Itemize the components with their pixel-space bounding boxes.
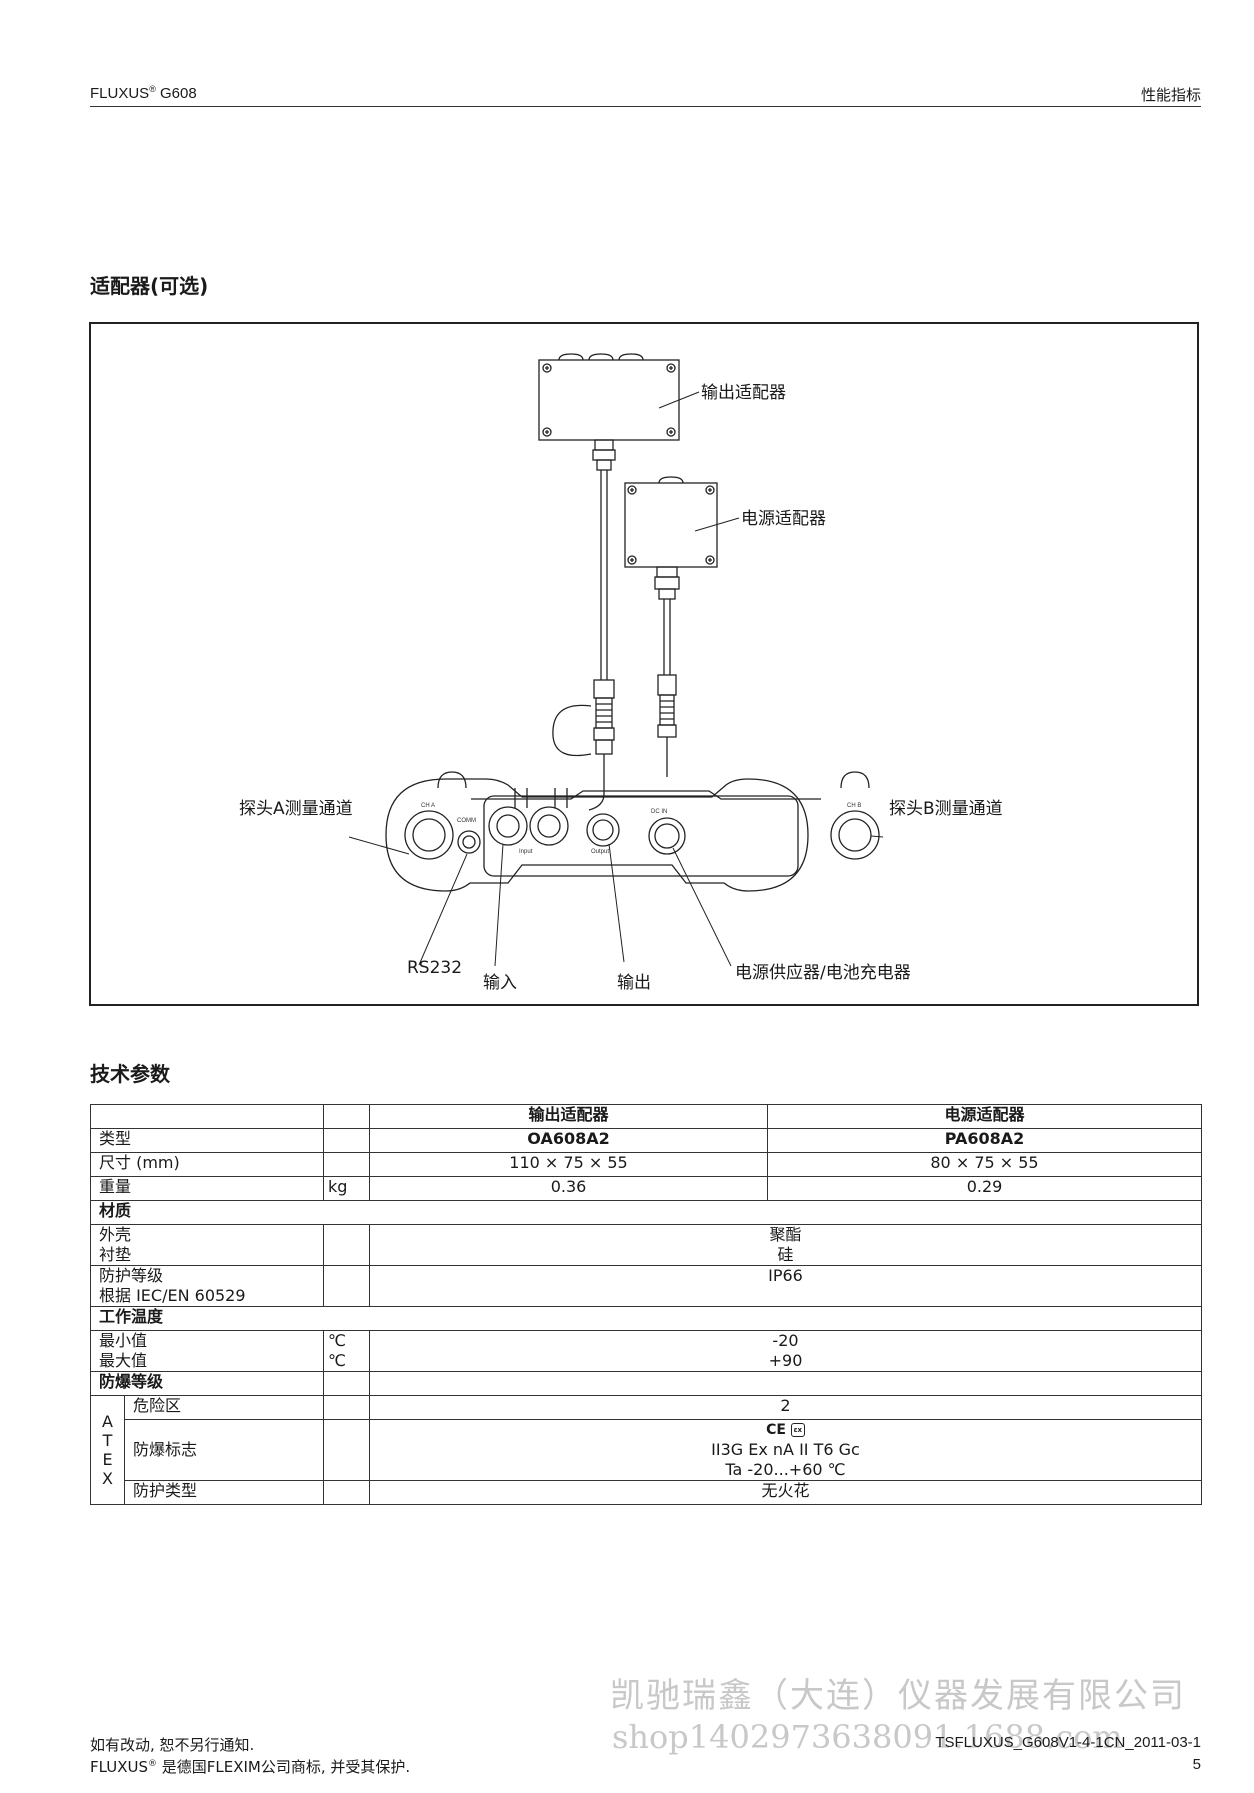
spec-table: 输出适配器 电源适配器 类型 OA608A2 PA608A2 尺寸 (mm) 1… bbox=[90, 1104, 1202, 1505]
header-rule bbox=[90, 106, 1201, 107]
callout-power-adapter: 电源适配器 bbox=[741, 509, 826, 529]
table-row: 防爆标志 CE εx II3G Ex nA II T6 Gc Ta -20...… bbox=[91, 1419, 1202, 1481]
adapter-section-title: 适配器(可选) bbox=[90, 274, 209, 298]
row-label-type: 类型 bbox=[90, 1128, 324, 1153]
row-label-size: 尺寸 (mm) bbox=[90, 1152, 324, 1177]
table-row: 重量 kg 0.36 0.29 bbox=[90, 1176, 1202, 1201]
table-row: 材质 bbox=[90, 1200, 1202, 1225]
device-label-ch-b: CH B bbox=[847, 803, 861, 809]
row-group-temp: 工作温度 bbox=[90, 1306, 1202, 1331]
device-label-dc-in: DC IN bbox=[651, 809, 667, 815]
callout-output: 输出 bbox=[617, 973, 651, 993]
ex-hexagon-icon: εx bbox=[790, 1423, 805, 1437]
flowmeter-device bbox=[385, 771, 880, 892]
leader-lines bbox=[348, 391, 884, 967]
callout-probe-b: 探头B测量通道 bbox=[889, 799, 1003, 819]
atex-vertical-label: A T E X bbox=[90, 1395, 125, 1505]
table-row: 输出适配器 电源适配器 bbox=[90, 1104, 1202, 1129]
footer-notice: 如有改动, 恕不另行通知. bbox=[90, 1736, 255, 1754]
callout-power-supply: 电源供应器/电池充电器 bbox=[735, 963, 911, 983]
power-adapter-box bbox=[624, 476, 718, 568]
table-row: 外壳衬垫 聚酯硅 bbox=[90, 1224, 1202, 1266]
callout-rs232: RS232 bbox=[407, 958, 463, 978]
power-cable bbox=[654, 566, 680, 777]
output-adapter-box bbox=[538, 353, 680, 441]
header-section: 性能指标 bbox=[1140, 87, 1201, 104]
col-header-power: 电源适配器 bbox=[767, 1104, 1202, 1129]
device-label-comm: COMM bbox=[457, 818, 476, 824]
footer-trademark: FLUXUS® 是德国FLEXIM公司商标, 并受其保护. bbox=[90, 1758, 411, 1776]
callout-input: 输入 bbox=[483, 973, 517, 993]
table-row: 最小值最大值 ℃℃ -20+90 bbox=[90, 1330, 1202, 1372]
row-group-ex: 防爆等级 bbox=[90, 1371, 324, 1396]
table-row: 工作温度 bbox=[90, 1306, 1202, 1331]
col-header-output: 输出适配器 bbox=[369, 1104, 768, 1129]
footer-page-number: 5 bbox=[1192, 1756, 1201, 1773]
device-label-output: Output bbox=[591, 849, 609, 855]
ce-ex-mark: CE εx bbox=[378, 1420, 1193, 1440]
callout-probe-a: 探头A测量通道 bbox=[239, 799, 353, 819]
table-row: 防护等级根据 IEC/EN 60529 IP66 bbox=[90, 1265, 1202, 1307]
watermark-shop: shop1402973638091.1688.com bbox=[612, 1718, 1123, 1756]
device-label-input: Input bbox=[519, 849, 533, 855]
row-label-weight: 重量 bbox=[90, 1176, 324, 1201]
table-row: 尺寸 (mm) 110 × 75 × 55 80 × 75 × 55 bbox=[90, 1152, 1202, 1177]
device-panel-labels: CH A COMM Input Output DC IN CH B bbox=[421, 803, 861, 855]
watermark-company: 凯驰瑞鑫（大连）仪器发展有限公司 bbox=[610, 1676, 1186, 1716]
row-group-material: 材质 bbox=[90, 1200, 1202, 1225]
callout-output-adapter: 输出适配器 bbox=[701, 383, 786, 403]
adapter-diagram: CH A COMM Input Output DC IN CH B bbox=[348, 353, 884, 967]
table-row: A T E X 危险区 2 bbox=[90, 1395, 1202, 1505]
adapter-figure: CH A COMM Input Output DC IN CH B 输出适配器 … bbox=[89, 322, 1199, 1006]
device-label-ch-a: CH A bbox=[421, 803, 435, 809]
table-row: 防爆等级 bbox=[90, 1371, 1202, 1396]
table-row: 防护类型 无火花 bbox=[91, 1480, 1202, 1505]
table-row: 类型 OA608A2 PA608A2 bbox=[90, 1128, 1202, 1153]
footer-doc-id: TSFLUXUS_G608V1-4-1CN_2011-03-1 bbox=[935, 1734, 1201, 1751]
header-product: FLUXUS® G608 bbox=[90, 84, 197, 102]
spec-section-title: 技术参数 bbox=[90, 1062, 170, 1086]
output-cable bbox=[552, 439, 616, 811]
